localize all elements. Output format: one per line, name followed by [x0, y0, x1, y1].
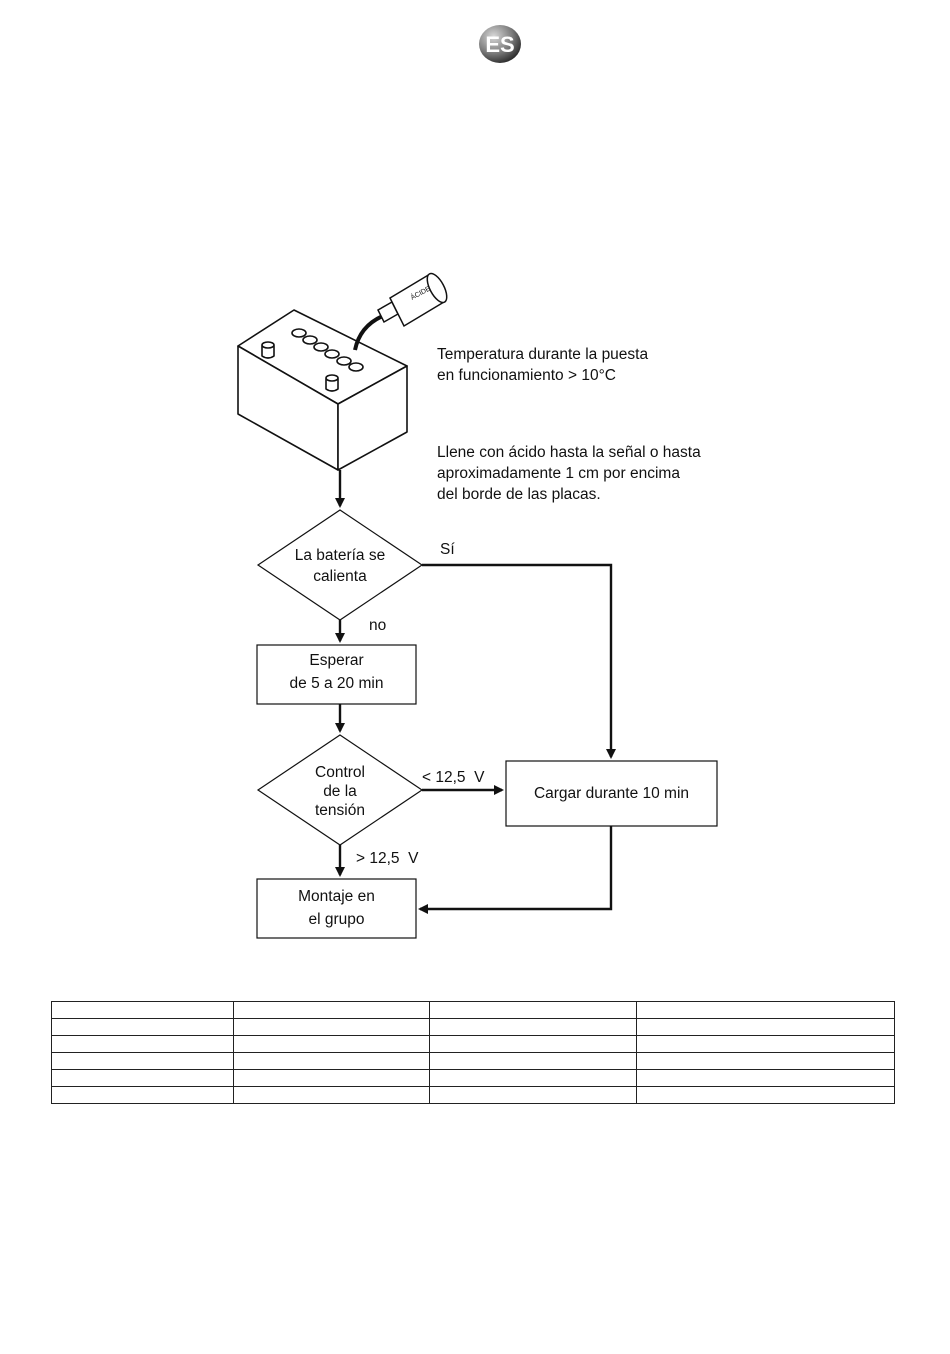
- wait-line1: Esperar: [309, 652, 364, 669]
- table-cell: [51, 1052, 234, 1070]
- process-wait: [256, 644, 417, 705]
- note-fill-line1: Llene con ácido hasta la señal o hasta: [437, 444, 701, 461]
- table-cell: [636, 1086, 895, 1104]
- no-label: no: [369, 617, 387, 634]
- mount-line2: el grupo: [308, 911, 365, 928]
- table-cell: [428, 1001, 638, 1019]
- table-cell: [51, 1018, 234, 1036]
- low-voltage-label: < 12,5 V: [422, 769, 485, 786]
- table-cell: [428, 1035, 638, 1053]
- table-cell: [51, 1001, 234, 1019]
- process-mount: [256, 878, 417, 939]
- table-cell: [636, 1018, 895, 1036]
- table-cell: [428, 1052, 638, 1070]
- table-cell: [232, 1086, 430, 1104]
- process-charge: [505, 760, 718, 827]
- empty-table: [51, 1001, 895, 1104]
- table-cell: [428, 1069, 638, 1087]
- decision-voltage-line2: de la: [323, 783, 357, 800]
- table-row: [51, 1001, 895, 1019]
- decision-heat-line2: calienta: [313, 568, 367, 585]
- table-cell: [232, 1018, 430, 1036]
- yes-label: Sí: [440, 541, 455, 558]
- table-cell: [232, 1001, 430, 1019]
- table-cell: [51, 1069, 234, 1087]
- table-row: [51, 1069, 895, 1087]
- acid-bottle-illustration: ÁCIDE: [353, 272, 448, 351]
- table-cell: [636, 1052, 895, 1070]
- table-cell: [232, 1035, 430, 1053]
- arrow-charge-to-mount: [418, 826, 613, 914]
- table-row: [51, 1086, 895, 1104]
- table-cell: [51, 1035, 234, 1053]
- table-cell: [636, 1069, 895, 1087]
- charge-box-label: Cargar durante 10 min: [533, 785, 690, 802]
- table-row: [51, 1018, 895, 1036]
- mount-line1: Montaje en: [298, 888, 375, 905]
- decision-voltage-line3: tensión: [315, 802, 365, 819]
- high-voltage-label: > 12,5 V: [356, 850, 419, 867]
- table-cell: [51, 1086, 234, 1104]
- table-row: [51, 1052, 895, 1070]
- battery-illustration: [237, 309, 408, 471]
- note-temperature-line2: en funcionamiento > 10°C: [437, 367, 616, 384]
- table-cell: [232, 1052, 430, 1070]
- table-cell: [428, 1086, 638, 1104]
- note-temperature-line1: Temperatura durante la puesta: [437, 346, 649, 363]
- language-badge: ES: [479, 25, 521, 63]
- table-row: [51, 1035, 895, 1053]
- table-cell: [232, 1069, 430, 1087]
- arrow-decision-yes: [422, 563, 616, 759]
- note-fill-line3: del borde de las placas.: [437, 486, 601, 503]
- decision-heat-line1: La batería se: [294, 547, 386, 564]
- table-cell: [428, 1018, 638, 1036]
- note-fill-line2: aproximadamente 1 cm por encima: [437, 465, 680, 482]
- decision-voltage-line1: Control: [315, 764, 365, 781]
- wait-line2: de 5 a 20 min: [289, 675, 384, 692]
- language-badge-text: ES: [485, 32, 514, 57]
- table-cell: [636, 1001, 895, 1019]
- table-cell: [636, 1035, 895, 1053]
